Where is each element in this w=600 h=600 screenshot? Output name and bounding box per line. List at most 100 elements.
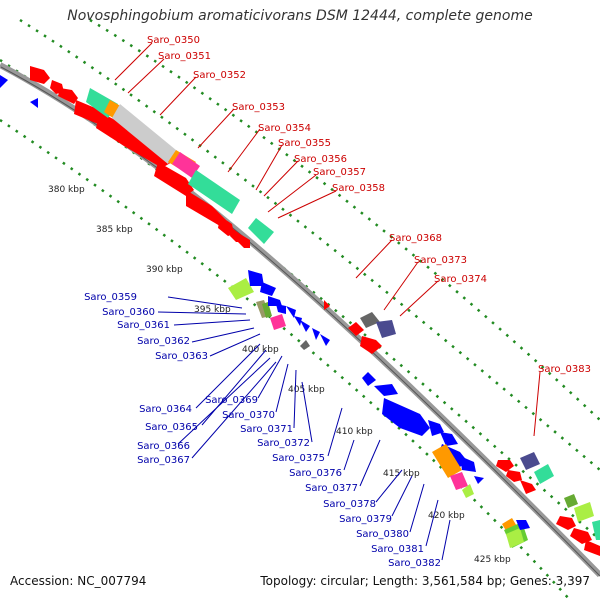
scale-label: 400 kbp — [242, 345, 279, 355]
gene-arrow — [58, 88, 78, 104]
scale-label: 380 kbp — [48, 185, 85, 195]
gene-arrow — [238, 234, 250, 248]
scale-label: 390 kbp — [146, 265, 183, 275]
scale-labels: 380 kbp 385 kbp 390 kbp 395 kbp 400 kbp … — [48, 185, 511, 565]
gene-label: Saro_0365 — [145, 422, 198, 433]
gene-label: Saro_0358 — [332, 183, 385, 194]
gene-label: Saro_0376 — [289, 468, 342, 479]
gene-label: Saro_0355 — [278, 138, 331, 149]
gene-block — [248, 218, 274, 244]
gene-label: Saro_0356 — [294, 154, 347, 165]
gene-label: Saro_0357 — [313, 167, 366, 178]
genome-backbone — [0, 62, 600, 578]
gene-arrow — [300, 320, 310, 332]
gene-arrow — [294, 316, 302, 326]
gene-block — [376, 320, 396, 338]
gene-arrow — [286, 306, 296, 318]
gene-arrow — [556, 516, 576, 530]
gene-arrow — [320, 334, 330, 346]
gene-label: Saro_0372 — [257, 438, 310, 449]
gene-arrow — [248, 270, 264, 286]
gene-arrow — [30, 98, 38, 108]
gene-block — [450, 472, 468, 490]
gene-label: Saro_0380 — [356, 529, 409, 540]
gene-block — [188, 170, 240, 214]
gene-arrow — [520, 480, 536, 494]
gene-label: Saro_0369 — [205, 395, 258, 406]
gene-arrow — [584, 540, 600, 556]
gene-arrow — [0, 75, 8, 88]
gene-block — [432, 444, 462, 478]
gene-block — [300, 340, 310, 350]
gene-label: Saro_0374 — [434, 274, 487, 285]
forward-labels: Saro_0350 Saro_0351 Saro_0352 Saro_0353 … — [147, 35, 591, 375]
map-title: Novosphingobium aromaticivorans DSM 1244… — [67, 8, 533, 24]
gene-arrow — [362, 372, 376, 386]
gene-label: Saro_0359 — [84, 292, 137, 303]
gene-label: Saro_0353 — [232, 102, 285, 113]
gene-arrow — [30, 66, 50, 84]
forward-leader-lines — [114, 42, 541, 437]
gene-block — [534, 464, 554, 484]
gene-label: Saro_0363 — [155, 351, 208, 362]
reverse-leader-lines — [157, 296, 451, 561]
gene-label: Saro_0352 — [193, 70, 246, 81]
gene-block — [564, 494, 578, 508]
reverse-labels: Saro_0359 Saro_0360 Saro_0361 Saro_0362 … — [84, 292, 441, 569]
gene-block — [462, 484, 474, 498]
scale-label: 395 kbp — [194, 305, 231, 315]
gene-label: Saro_0351 — [158, 51, 211, 62]
scale-label: 410 kbp — [336, 427, 373, 437]
gene-label: Saro_0382 — [388, 558, 441, 569]
gene-block — [360, 312, 380, 328]
gene-arrow — [570, 528, 592, 544]
gene-arrow — [186, 190, 226, 226]
gene-arrow — [312, 328, 320, 340]
gene-arrow — [74, 100, 104, 124]
gene-block — [262, 302, 272, 318]
gene-arrow — [268, 296, 282, 306]
gene-label: Saro_0366 — [137, 441, 190, 452]
gene-label: Saro_0373 — [414, 255, 467, 266]
gene-label: Saro_0361 — [117, 320, 170, 331]
gene-label: Saro_0375 — [272, 453, 325, 464]
gene-label: Saro_0379 — [339, 514, 392, 525]
forward-genes — [0, 66, 600, 556]
gene-arrow — [218, 216, 234, 236]
gene-arrow — [276, 304, 286, 314]
scale-label: 385 kbp — [96, 225, 133, 235]
gene-arrow — [154, 162, 194, 196]
gene-label: Saro_0378 — [323, 499, 376, 510]
gene-arrow — [382, 398, 430, 436]
gene-label: Saro_0360 — [102, 307, 155, 318]
gene-block — [574, 502, 594, 522]
gene-label: Saro_0381 — [371, 544, 424, 555]
gene-label: Saro_0377 — [305, 483, 358, 494]
gene-label: Saro_0362 — [137, 336, 190, 347]
gene-label: Saro_0367 — [137, 455, 190, 466]
gene-label: Saro_0364 — [139, 404, 192, 415]
gene-block — [506, 528, 524, 548]
gene-block — [112, 104, 176, 164]
gene-label: Saro_0368 — [389, 233, 442, 244]
gene-label: Saro_0350 — [147, 35, 200, 46]
scale-label: 420 kbp — [428, 511, 465, 521]
gene-block — [270, 314, 286, 330]
gene-block — [520, 452, 540, 470]
gene-block — [172, 152, 200, 178]
gene-arrow — [96, 112, 172, 168]
scale-label: 405 kbp — [288, 385, 325, 395]
gene-arrow — [440, 432, 458, 446]
gene-arrow — [460, 456, 476, 472]
gene-arrow — [474, 476, 484, 484]
gene-arrow — [260, 282, 276, 296]
gene-arrow — [516, 520, 530, 530]
accession-label: Accession: NC_007794 — [10, 574, 147, 588]
scale-label: 415 kbp — [383, 469, 420, 479]
gene-label: Saro_0371 — [240, 424, 293, 435]
gene-block — [228, 278, 254, 300]
reverse-genes — [30, 98, 530, 548]
scale-label: 425 kbp — [474, 555, 511, 565]
gene-label: Saro_0383 — [538, 364, 591, 375]
